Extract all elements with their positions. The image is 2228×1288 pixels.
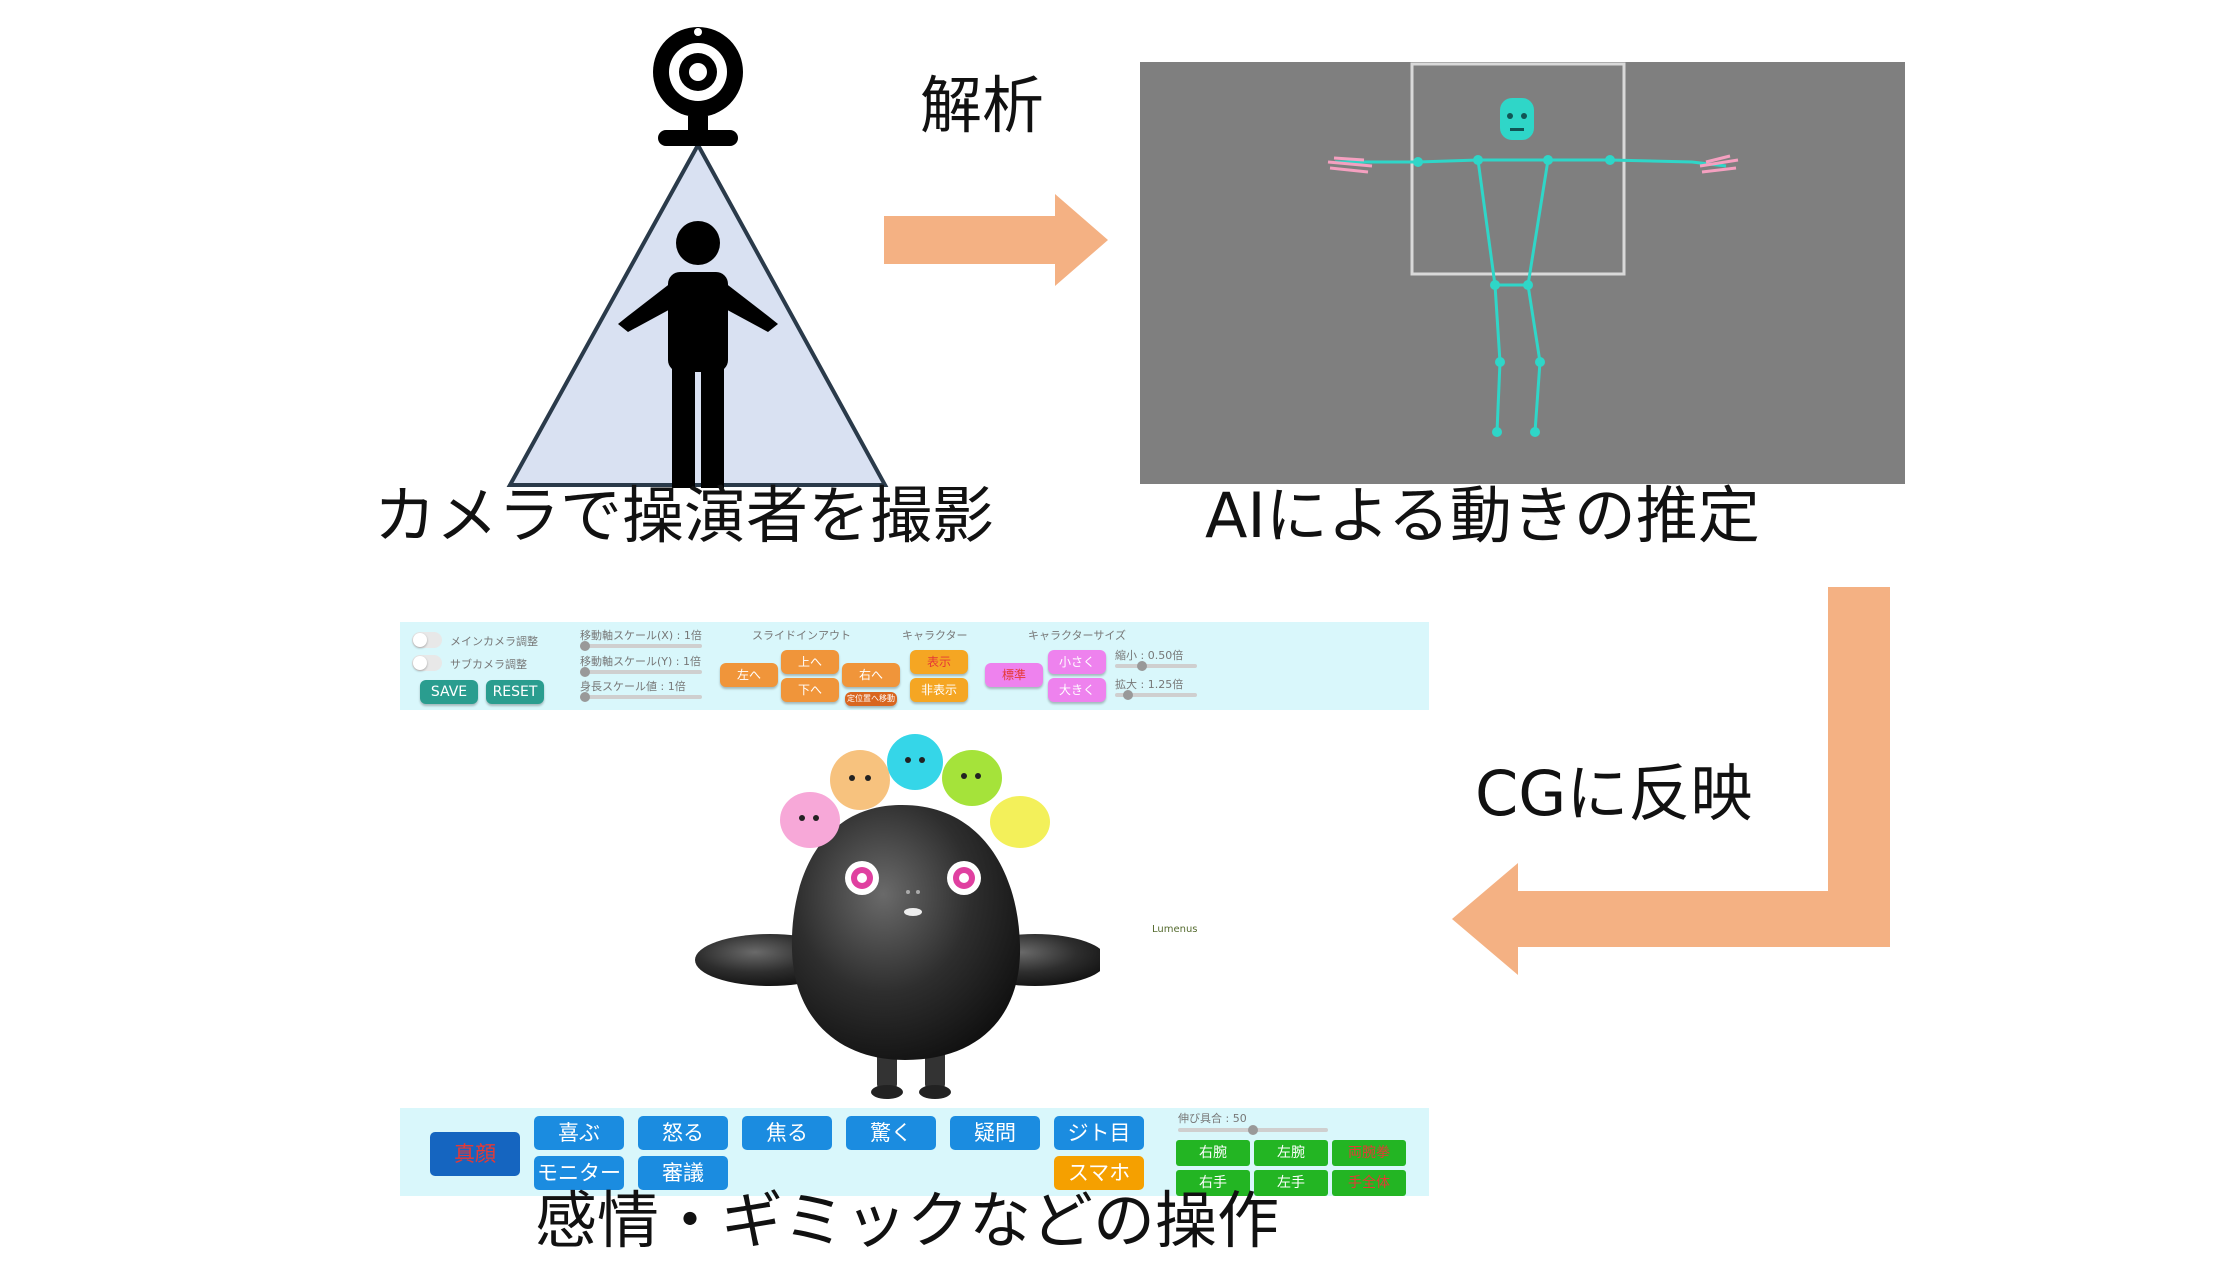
size-bigger-button[interactable]: 大きく <box>1048 678 1106 702</box>
character-title: キャラクター <box>902 629 968 642</box>
both-arms-button[interactable]: 両腕拳 <box>1332 1140 1406 1166</box>
scale-y-label: 移動軸スケール(Y) : 1倍 <box>580 655 701 668</box>
character-hide-button[interactable]: 非表示 <box>910 678 968 702</box>
scale-x-label: 移動軸スケール(X) : 1倍 <box>580 629 702 642</box>
question-button[interactable]: 疑問 <box>950 1116 1040 1150</box>
character-size-title: キャラクターサイズ <box>1028 629 1127 642</box>
joy-button[interactable]: 喜ぶ <box>534 1116 624 1150</box>
height-scale-slider[interactable] <box>580 692 702 702</box>
whole-hand-button[interactable]: 手全体 <box>1332 1170 1406 1196</box>
step-capture-caption: カメラで操演者を撮影 <box>374 479 995 552</box>
main-camera-label: メインカメラ調整 <box>450 635 538 648</box>
stretch-slider[interactable] <box>1178 1125 1328 1135</box>
character-show-button[interactable]: 表示 <box>910 650 968 674</box>
height-scale-label: 身長スケール値 : 1倍 <box>580 680 686 693</box>
side-eye-button[interactable]: ジト目 <box>1054 1116 1144 1150</box>
slide-right-button[interactable]: 右へ <box>842 663 900 687</box>
sub-camera-toggle[interactable] <box>412 655 442 671</box>
size-max-slider[interactable] <box>1115 690 1197 700</box>
monitor-button[interactable]: モニター <box>534 1156 624 1190</box>
webcam-icon <box>653 27 743 146</box>
pose-estimation-view <box>1140 62 1905 484</box>
slide-down-button[interactable]: 下へ <box>781 678 839 702</box>
slide-in-out-title: スライドインアウト <box>752 629 851 642</box>
cg-character-render <box>695 734 1100 1099</box>
size-default-button[interactable]: 標準 <box>985 663 1043 687</box>
size-max-label: 拡大 : 1.25倍 <box>1115 678 1184 691</box>
viewer-label: Lumenus <box>1152 924 1198 935</box>
scale-y-slider[interactable] <box>580 667 702 677</box>
top-control-panel: メインカメラ調整 サブカメラ調整 SAVE RESET 移動軸スケール(X) :… <box>400 622 1429 710</box>
person-icon <box>618 221 778 488</box>
left-arm-button[interactable]: 左腕 <box>1254 1140 1328 1166</box>
bottom-control-panel: 真顔 喜ぶ 怒る 焦る 驚く 疑問 ジト目 モニター 審議 スマホ 伸び具合 :… <box>400 1108 1429 1196</box>
step-operate-caption: 感情・ギミックなどの操作 <box>535 1184 1280 1257</box>
smartphone-button[interactable]: スマホ <box>1054 1156 1144 1190</box>
hand-landmarks <box>1327 154 1739 174</box>
right-arrow-icon <box>884 194 1108 286</box>
slide-up-button[interactable]: 上へ <box>781 650 839 674</box>
size-smaller-button[interactable]: 小さく <box>1048 650 1106 674</box>
size-min-label: 縮小 : 0.50倍 <box>1115 649 1184 662</box>
capture-illustration <box>506 27 889 488</box>
save-button[interactable]: SAVE <box>420 680 478 704</box>
right-hand-button[interactable]: 右手 <box>1176 1170 1250 1196</box>
impatience-button[interactable]: 焦る <box>742 1116 832 1150</box>
step-analysis-label: 解析 <box>920 69 1045 142</box>
neutral-face-button[interactable]: 真顔 <box>430 1132 520 1176</box>
surprise-button[interactable]: 驚く <box>846 1116 936 1150</box>
main-camera-toggle[interactable] <box>412 632 442 648</box>
slide-left-button[interactable]: 左へ <box>720 663 778 687</box>
step-reflect-label: CGに反映 <box>1475 757 1753 830</box>
down-left-arrow-icon <box>1452 587 1890 975</box>
deliberation-button[interactable]: 審議 <box>638 1156 728 1190</box>
step-estimate-caption: AIによる動きの推定 <box>1205 479 1760 552</box>
scale-x-slider[interactable] <box>580 641 702 651</box>
right-arm-button[interactable]: 右腕 <box>1176 1140 1250 1166</box>
sub-camera-label: サブカメラ調整 <box>450 658 527 671</box>
size-min-slider[interactable] <box>1115 661 1197 671</box>
anger-button[interactable]: 怒る <box>638 1116 728 1150</box>
face-mesh <box>1500 98 1534 140</box>
skeleton-joints <box>1413 155 1615 437</box>
reset-button[interactable]: RESET <box>486 680 544 704</box>
detection-box <box>1410 62 1626 276</box>
stretch-label: 伸び具合 : 50 <box>1178 1112 1247 1125</box>
default-position-button[interactable]: 定位置へ移動 <box>845 692 897 706</box>
left-hand-button[interactable]: 左手 <box>1254 1170 1328 1196</box>
